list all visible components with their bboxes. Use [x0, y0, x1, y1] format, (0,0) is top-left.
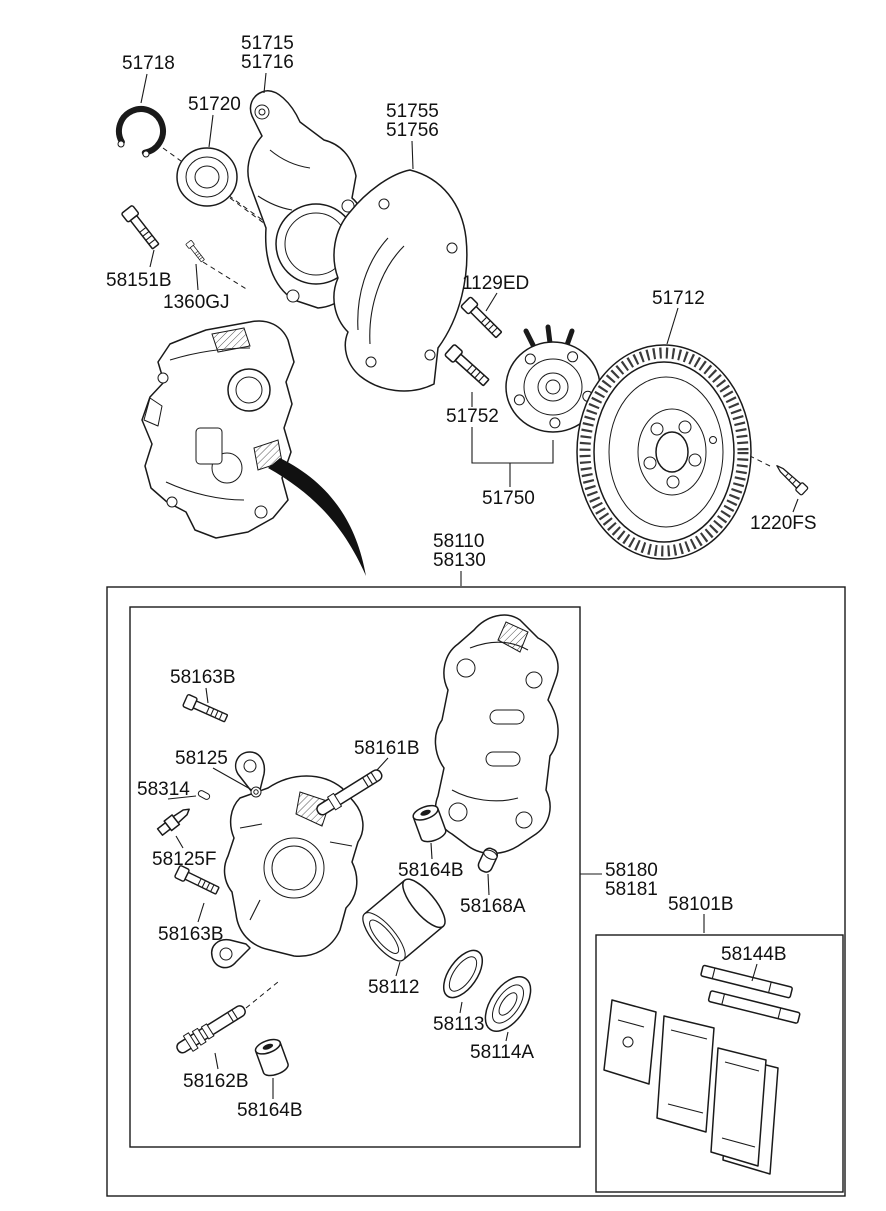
- piston-seal-drawing: [442, 949, 484, 999]
- wheel-bearing-drawing: [176, 147, 238, 207]
- piston-drawing: [362, 878, 446, 962]
- label-58180: 58180: [605, 860, 658, 881]
- snap-ring-drawing: [115, 106, 166, 158]
- label-1360gj: 1360GJ: [163, 292, 230, 313]
- washer-58125-drawing: [250, 786, 262, 798]
- label-58112: 58112: [368, 977, 419, 998]
- label-58101b: 58101B: [668, 894, 734, 915]
- bolt-58163b-upper-drawing: [181, 693, 230, 726]
- bleeder-screw-drawing: [156, 808, 190, 836]
- assembly-boxes: [106, 586, 846, 1197]
- pin-58314-drawing: [197, 790, 211, 800]
- swoosh-arrow: [268, 458, 366, 576]
- label-51752: 51752: [446, 406, 499, 427]
- label-58163b-upper: 58163B: [170, 667, 236, 688]
- label-58125f: 58125F: [152, 849, 216, 870]
- label-58125: 58125: [175, 748, 228, 769]
- bushing-lower-drawing: [254, 1038, 289, 1077]
- pad-shim-drawing: [603, 999, 657, 1085]
- bushing-upper-drawing: [412, 804, 447, 843]
- label-58130: 58130: [433, 550, 486, 571]
- part-labels: 51718 51715 51716 51720 51755 51756 5815…: [106, 33, 817, 1121]
- label-51715: 51715: [241, 33, 294, 54]
- dust-shield-drawing: [333, 169, 468, 392]
- piston-boot-drawing: [484, 976, 532, 1032]
- label-51720: 51720: [188, 94, 241, 115]
- brake-pad-outer-drawing: [710, 1047, 779, 1175]
- pad-retainer-clips-drawing: [700, 964, 801, 1024]
- label-1220fs: 1220FS: [750, 513, 817, 534]
- label-58114a: 58114A: [470, 1042, 534, 1063]
- label-51718: 51718: [122, 53, 175, 74]
- label-58113: 58113: [433, 1014, 484, 1035]
- label-58164b-lower: 58164B: [237, 1100, 303, 1121]
- label-58144b: 58144B: [721, 944, 787, 965]
- label-58181: 58181: [605, 879, 658, 900]
- brake-pad-inner-drawing: [656, 1015, 715, 1133]
- label-58161b: 58161B: [354, 738, 420, 759]
- bolt-58151b-drawing: [120, 204, 162, 252]
- label-58314: 58314: [137, 779, 190, 800]
- bolt-1129ed-drawing: [459, 295, 505, 341]
- label-58164b-upper: 58164B: [398, 860, 464, 881]
- caliper-carrier-drawing: [434, 614, 559, 855]
- caliper-body-drawing: [210, 751, 364, 969]
- label-58162b: 58162B: [183, 1071, 249, 1092]
- bolt-51752-drawing: [443, 343, 492, 389]
- brake-disc-drawing: [576, 344, 752, 560]
- guide-pin-lower-drawing: [176, 1005, 246, 1054]
- guide-pin-upper-drawing: [316, 769, 383, 816]
- cap-58168a-drawing: [477, 847, 499, 873]
- label-58151b: 58151B: [106, 270, 172, 291]
- label-58110: 58110: [433, 531, 484, 552]
- label-51750: 51750: [482, 488, 535, 509]
- label-58163b-lower: 58163B: [158, 924, 224, 945]
- leader-lines: [140, 72, 799, 1099]
- screw-1220fs-drawing: [772, 461, 809, 497]
- label-51716: 51716: [241, 52, 294, 73]
- label-51712: 51712: [652, 288, 705, 309]
- label-58168a: 58168A: [460, 896, 526, 917]
- label-1129ed: 1129ED: [462, 273, 529, 294]
- label-51756: 51756: [386, 120, 439, 141]
- label-51755: 51755: [386, 101, 439, 122]
- caliper-assembly-drawing: [141, 320, 295, 539]
- bolt-1360gj-drawing: [185, 239, 206, 264]
